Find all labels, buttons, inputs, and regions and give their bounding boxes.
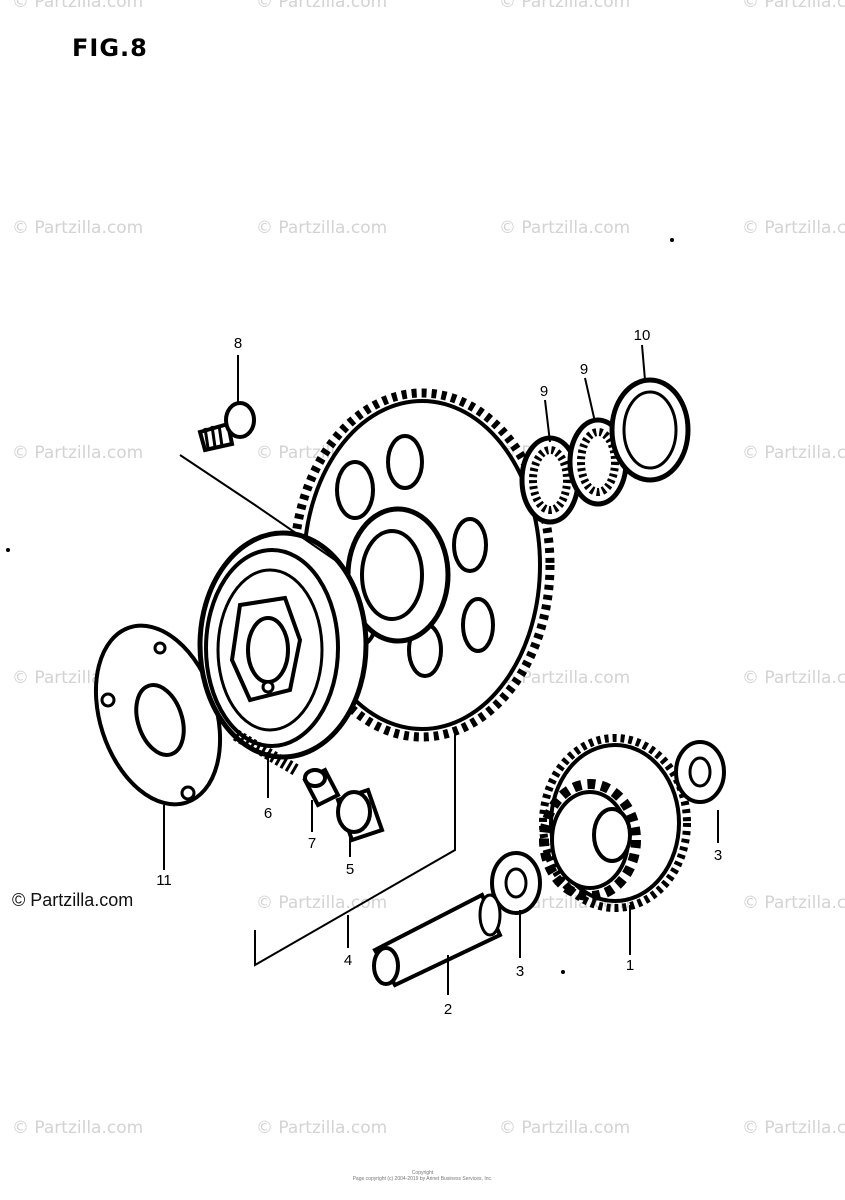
- part-11-plate: [93, 623, 223, 807]
- copyright-notice: © Partzilla.com: [12, 890, 134, 910]
- part-9-bearing-b: [567, 417, 629, 507]
- callout-9b: 9: [580, 361, 588, 378]
- watermark-text: © Partzilla.com: [742, 668, 845, 688]
- watermark-text: © Partzilla.com: [256, 218, 388, 238]
- callout-11: 11: [156, 872, 172, 889]
- watermark-text: © Partzilla.com: [256, 1118, 388, 1138]
- callout-labels: 8 9 9 10 11 6 7 5 4 2 3 1 3: [156, 327, 722, 1018]
- watermark-text: © Partzilla.com: [499, 668, 631, 688]
- watermark-text: © Partzilla.com: [12, 0, 144, 12]
- footer-line-1: Copyright: [411, 1170, 434, 1176]
- watermark-text: © Partzilla.com: [256, 0, 388, 12]
- part-7-roller: [302, 767, 341, 808]
- one-way-clutch-housing: [197, 530, 369, 760]
- callout-2: 2: [444, 1001, 452, 1018]
- part-5-roller: [335, 787, 385, 843]
- watermark-text: © Partzilla.com: [742, 0, 845, 12]
- scan-dot: [561, 970, 565, 974]
- part-8-bolt: [197, 401, 256, 453]
- callout-9a: 9: [540, 383, 548, 400]
- footer-line-2: Page copyright (c) 2004-2019 by Arinet B…: [352, 1176, 493, 1182]
- callout-5: 5: [346, 861, 354, 878]
- part-1-idler-gear: [539, 734, 691, 912]
- callout-6: 6: [264, 805, 272, 822]
- watermark-text: © Partzilla.com: [499, 1118, 631, 1138]
- leader-lines: [163, 344, 719, 995]
- callout-7: 7: [308, 835, 316, 852]
- callout-10: 10: [634, 327, 651, 344]
- watermark-text: © Partzilla.com: [742, 893, 845, 913]
- part-3-washer-a: [490, 851, 542, 915]
- part-2-shaft: [372, 892, 503, 988]
- callout-8: 8: [234, 335, 242, 352]
- scan-dot: [6, 548, 10, 552]
- watermark-text: © Partzilla.com: [742, 1118, 845, 1138]
- callout-3a: 3: [516, 963, 524, 980]
- watermark-text: © Partzilla.com: [12, 218, 144, 238]
- figure-title: FIG.8: [72, 34, 148, 62]
- callout-4: 4: [344, 952, 352, 969]
- callout-3b: 3: [714, 847, 722, 864]
- watermark-text: © Partzilla.com: [12, 443, 144, 463]
- watermark-text: © Partzilla.com: [742, 443, 845, 463]
- callout-1: 1: [626, 957, 634, 974]
- watermark-text: © Partzilla.com: [499, 0, 631, 12]
- watermark-text: © Partzilla.com: [12, 1118, 144, 1138]
- page-footer: Copyright Page copyright (c) 2004-2019 b…: [0, 1170, 845, 1182]
- part-10-washer: [609, 377, 691, 483]
- part-3-washer-b: [674, 740, 726, 804]
- watermark-text: © Partzilla.com: [499, 218, 631, 238]
- watermark-text: © Partzilla.com: [742, 218, 845, 238]
- scan-dot: [670, 238, 674, 242]
